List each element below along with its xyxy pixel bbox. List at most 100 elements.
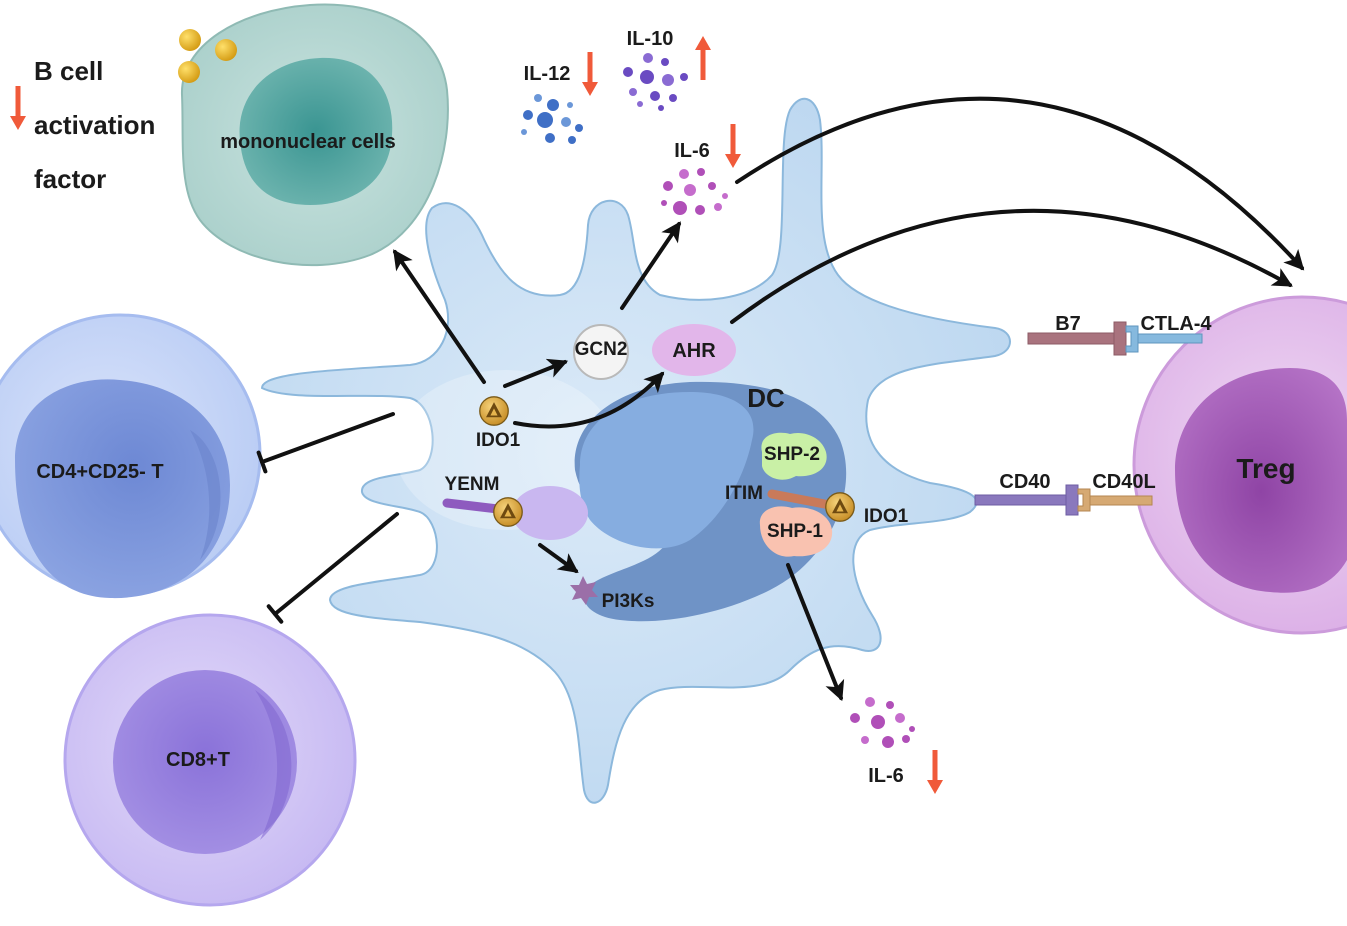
il6-particle [850, 713, 860, 723]
ahr-label: AHR [672, 340, 716, 362]
il12-down-arrow-icon [582, 52, 598, 96]
ido1-left-label: IDO1 [476, 430, 521, 451]
ctla4-receptor-bar [1137, 333, 1203, 344]
il10-particle [680, 73, 688, 81]
il12-particle [567, 102, 573, 108]
cd8-t-cell-nucleus-shade [255, 690, 292, 840]
il12-particle [521, 129, 527, 135]
il6-particle [871, 715, 885, 729]
gcn2-icon [573, 324, 629, 380]
il10-up-arrow-icon [695, 36, 711, 80]
b7-ctla4-pair: B7 CTLA-4 [1027, 313, 1212, 356]
cd8-t-cell: CD8+T [63, 613, 357, 907]
b7-label: B7 [1055, 313, 1081, 335]
cd40-receptor-bar [974, 494, 1070, 506]
itim-label: ITIM [725, 483, 763, 504]
il6-top-label: IL-6 [674, 140, 710, 162]
il6-particle [902, 735, 910, 743]
dendritic-cell-label: DC [747, 383, 785, 413]
il12-particle [547, 99, 559, 111]
cd40-cd40l-pair: CD40 CD40L [974, 471, 1156, 516]
arrow-yenm-to-pi3ks [538, 543, 579, 573]
cd8-t-cell-nucleus [113, 670, 297, 854]
il6-top-particles [661, 168, 728, 215]
il6-particle [697, 168, 705, 176]
il10-particle [640, 70, 654, 84]
il12-particle [561, 117, 571, 127]
il10-particle [637, 101, 643, 107]
shp1-label: SHP-1 [767, 521, 823, 542]
inhibit-bar-cd8 [266, 604, 284, 624]
treg-cell-nucleus [1175, 368, 1347, 593]
arrow-ido1-to-ahr [513, 371, 665, 429]
gcn2-label: GCN2 [575, 339, 628, 360]
il6-particle [661, 200, 667, 206]
il10-particles [623, 53, 688, 111]
b-cell-label-line2: activation [34, 110, 155, 140]
il6-particle [722, 193, 728, 199]
yenm-label: YENM [445, 474, 500, 495]
itim-rod [767, 489, 835, 510]
il6-particle [714, 203, 722, 211]
b-cell-label-line3: factor [34, 164, 106, 194]
b-cell-factor-particle [215, 39, 237, 61]
il10-particle [662, 74, 674, 86]
il6-particle [861, 736, 869, 744]
il6-bottom-label: IL-6 [868, 765, 904, 787]
b-cell-label-line1: B cell [34, 56, 103, 86]
il12-particle [568, 136, 576, 144]
il10-particle [650, 91, 660, 101]
b-cell-factor-down-arrow-icon [10, 86, 26, 130]
yenm-receptor: YENM [442, 474, 588, 540]
shp1-icon [759, 506, 833, 557]
arrow-ahr-to-treg [730, 208, 1293, 324]
trend-arrow-shape [582, 52, 598, 96]
il10-particle [669, 94, 677, 102]
il10-particle [629, 88, 637, 96]
b-cell-factor-particle [179, 29, 201, 51]
arrow-shp1-to-il6 [786, 563, 845, 702]
mononuclear-cell: mononuclear cells [178, 3, 449, 267]
cd40-label: CD40 [999, 471, 1050, 493]
il10-particle [658, 105, 664, 111]
b-cell-factor-particle [178, 61, 200, 83]
shp2-icon [761, 432, 827, 480]
inhibit-line-cd4 [260, 412, 395, 464]
ido1-left: IDO1 [476, 396, 521, 451]
il12-particle [534, 94, 542, 102]
il6-particle [886, 701, 894, 709]
il10-particle [623, 67, 633, 77]
il10-label: IL-10 [627, 28, 674, 50]
il6-particle [679, 169, 689, 179]
trend-arrow-shape [725, 124, 741, 168]
ahr-icon [652, 324, 736, 376]
inhibit-bar-cd4 [256, 450, 268, 474]
mononuclear-cell-label: mononuclear cells [220, 131, 396, 153]
ctla4-label: CTLA-4 [1140, 313, 1212, 335]
il6-particle [708, 182, 716, 190]
trend-arrow-shape [10, 86, 26, 130]
arrow-gcn2-to-il6 [620, 221, 681, 310]
cd40l-receptor-cup [1077, 488, 1091, 512]
il12-particle [523, 110, 533, 120]
il6-particle [695, 205, 705, 215]
arrow-il6-to-treg [735, 96, 1305, 271]
arrow-ido1-to-mononuclear [393, 249, 486, 384]
gcn2-molecule: GCN2 [573, 324, 629, 380]
cd40l-label: CD40L [1092, 471, 1155, 493]
pi3ks-label: PI3Ks [602, 591, 655, 612]
b-cell-activation-factor: B cell activation factor [10, 56, 155, 194]
il6-particle [882, 736, 894, 748]
il6-particle [673, 201, 687, 215]
il6-particle [909, 726, 915, 732]
pi3ks-molecule: PI3Ks [570, 576, 654, 612]
itim-complex: SHP-2 ITIM SHP-1 IDO1 [725, 432, 909, 557]
cd4-t-cell-label: CD4+CD25- T [36, 461, 163, 483]
yenm-receptor-body [512, 486, 588, 540]
il6-particle [895, 713, 905, 723]
dendritic-cell-nucleus-lobe [579, 392, 754, 549]
il10-particle [643, 53, 653, 63]
b7-receptor-cap [1113, 321, 1127, 356]
cd4-t-cell-nucleus [15, 379, 230, 599]
